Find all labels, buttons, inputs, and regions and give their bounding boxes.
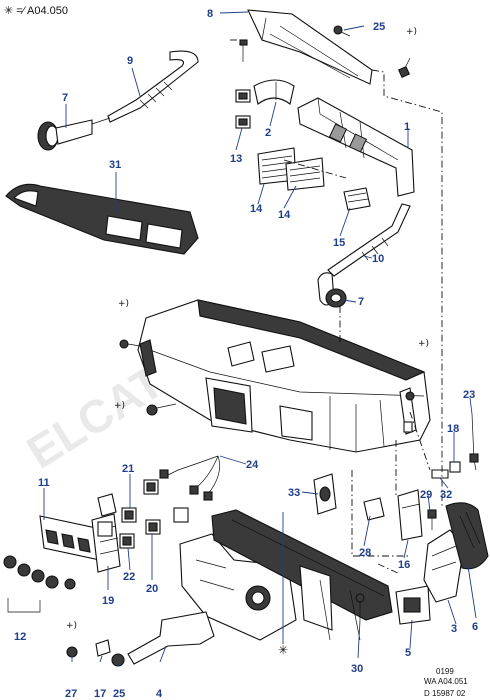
callout-5: 5 — [405, 647, 411, 659]
callout-31: 32 — [440, 489, 452, 501]
part-10-hose — [327, 203, 411, 277]
part-17-clip — [95, 639, 111, 657]
part-18-clip — [449, 461, 461, 473]
footer-code-1: 0199 — [436, 667, 454, 676]
callout-3: 3 — [451, 623, 457, 635]
part-9-hose — [91, 50, 199, 125]
callout-16: 16 — [398, 559, 410, 571]
callout-29: 29 — [420, 489, 432, 501]
callout-32: 31 — [109, 159, 121, 171]
part-8-shroud — [247, 9, 373, 85]
callout-19: 19 — [102, 595, 114, 607]
part-24-wiring — [159, 455, 220, 501]
part-11-switch-panel — [39, 515, 101, 561]
callout-4: 4 — [156, 688, 163, 700]
part-5-plate — [395, 585, 431, 625]
screw-near-12 — [64, 578, 76, 590]
plus-marker: +) — [406, 27, 417, 37]
callout-9: 9 — [127, 55, 133, 67]
callout-28: 28 — [359, 547, 371, 559]
part-3-duct — [423, 529, 465, 603]
callout-leaders — [43, 11, 477, 667]
callout-7-upper: 7 — [62, 92, 68, 104]
part-16-bracket — [397, 489, 423, 541]
callout-20: 20 — [146, 583, 158, 595]
callout-24: 24 — [246, 459, 259, 471]
part-14-vents — [257, 147, 325, 191]
callout-11: 11 — [38, 477, 50, 489]
header-note: ✳ =⁄ A04.050 — [4, 5, 68, 17]
part-31-clip — [431, 469, 449, 479]
part-27-screw — [66, 646, 78, 658]
callout-1: 1 — [404, 121, 410, 133]
callout-18: 18 — [447, 423, 459, 435]
dashboard-assembly — [137, 299, 431, 453]
callout-30: 30 — [351, 663, 363, 675]
part-6-vent — [445, 502, 489, 570]
parts-20-22-switches — [97, 479, 189, 549]
plus-marker: +) — [114, 401, 125, 411]
part-23-cable — [469, 413, 479, 471]
callout-22: 22 — [123, 571, 135, 583]
assembly-lines — [230, 39, 443, 575]
dash-screw-left-mid — [146, 403, 177, 416]
callout-21: 21 — [122, 463, 134, 475]
part-29-screw — [427, 509, 437, 530]
part-30-screw — [355, 593, 365, 620]
plus-marker: +) — [118, 299, 129, 309]
footer-code-3: D 15987 02 — [424, 689, 466, 698]
callout-23: 23 — [463, 389, 475, 401]
dash-screw-left-top — [119, 339, 141, 349]
screw-top-center — [239, 39, 248, 62]
part-28-bracket — [363, 497, 385, 521]
callout-15: 15 — [333, 237, 345, 249]
callout-33: 33 — [288, 487, 300, 499]
callout-13: 13 — [230, 153, 242, 165]
part-12-knobs — [3, 555, 59, 613]
part-13-clips — [235, 89, 251, 129]
cross-member — [211, 509, 393, 641]
part-2-duct — [253, 79, 295, 105]
star-marker: ✳ — [278, 643, 288, 657]
part-15-vent — [343, 187, 371, 211]
footer-code-2: WA A04.051 — [424, 677, 468, 686]
clip-top-right — [397, 57, 411, 79]
callout-6: 6 — [472, 621, 478, 633]
callout-14-right: 14 — [278, 209, 291, 221]
callout-8: 8 — [207, 8, 213, 20]
callout-14-left: 14 — [250, 203, 263, 215]
callout-2: 2 — [265, 127, 271, 139]
part-26-screw — [333, 25, 351, 37]
part-33-bracket — [313, 473, 337, 515]
plus-marker: +) — [418, 339, 429, 349]
part-25-screw — [111, 653, 125, 667]
callout-10: 10 — [372, 253, 384, 265]
callout-27: 27 — [65, 688, 77, 700]
part-7-grommet-lower — [317, 272, 347, 308]
callout-7-lower: 7 — [358, 296, 364, 308]
callout-17: 17 — [94, 688, 106, 700]
part-32-trim-panel — [5, 183, 199, 255]
part-1-main-duct — [297, 97, 415, 197]
callout-26: 25 — [373, 21, 385, 33]
plus-marker: +) — [66, 621, 77, 631]
callout-25: 25 — [113, 688, 125, 700]
part-4-duct — [127, 611, 215, 665]
part-7-grommet-upper — [37, 119, 93, 151]
dash-screw-right — [403, 391, 415, 433]
callout-12: 12 — [14, 631, 26, 643]
